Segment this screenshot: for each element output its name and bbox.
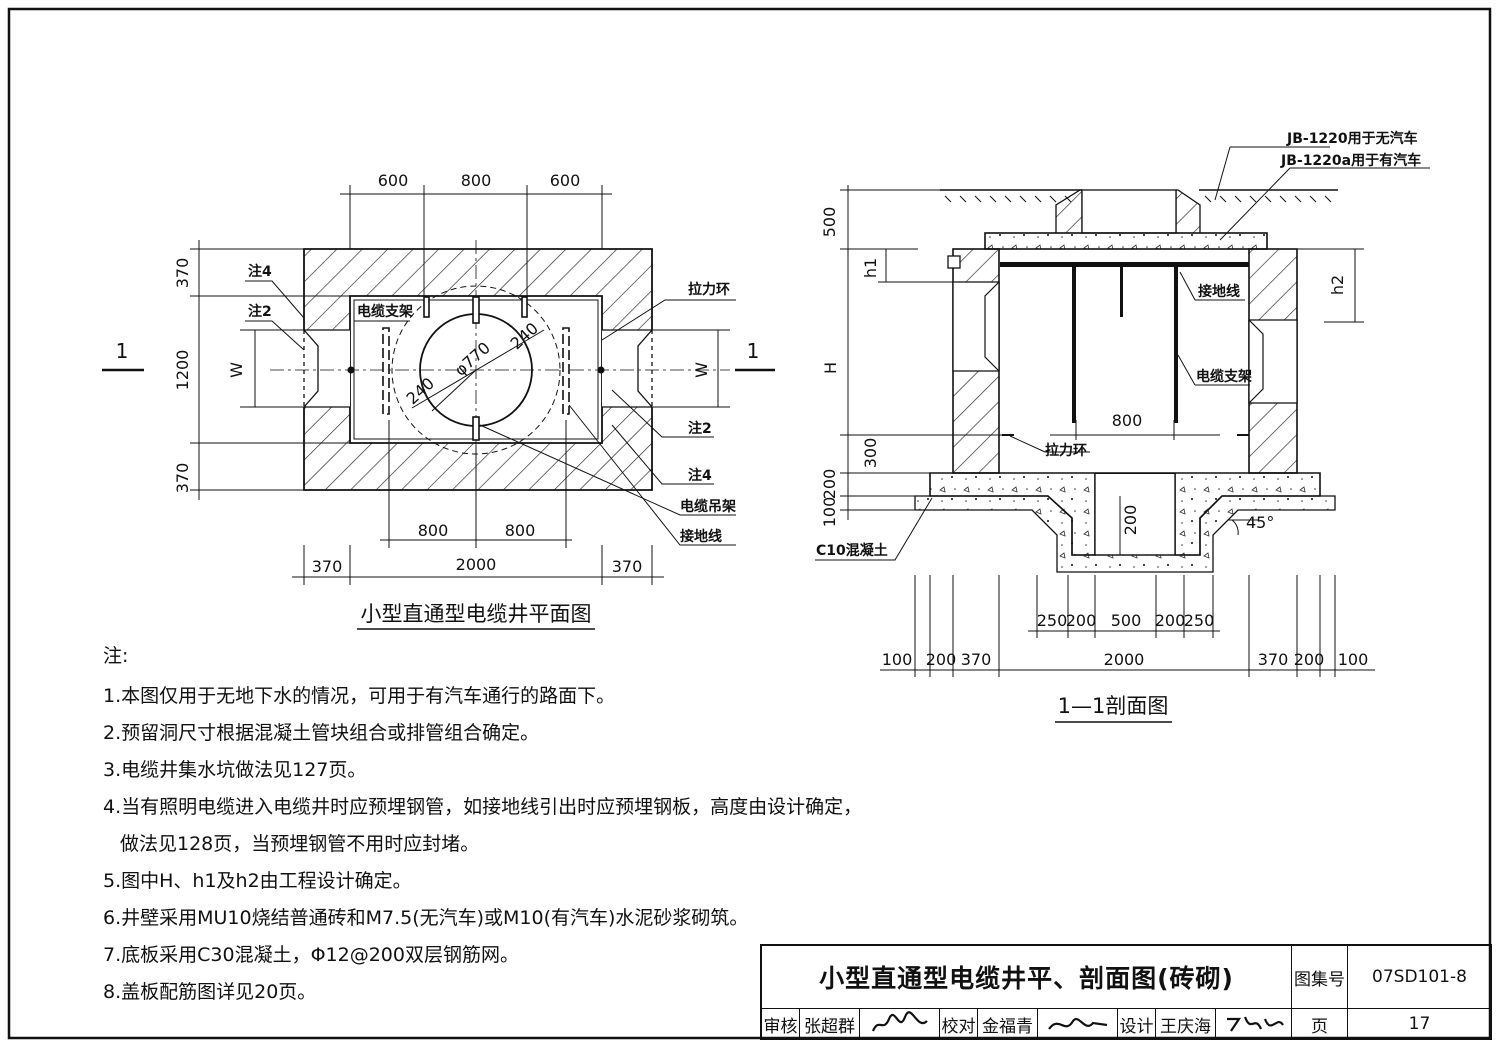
section-label-concrete: C10混凝土	[816, 542, 888, 559]
plan-label-ground-wire: 接地线	[680, 528, 722, 545]
plan-dim-left-2: 1200	[173, 350, 192, 391]
plan-dim-bottom-1: 370	[312, 557, 343, 576]
signature-mark	[1226, 1016, 1284, 1032]
section-dim-200: 200	[820, 469, 839, 500]
plan-label-note4-right: 注4	[688, 467, 712, 484]
page-number: 17	[1348, 1009, 1492, 1040]
section-cover-slab	[984, 232, 1268, 250]
plan-dim-left-3: 370	[173, 463, 192, 494]
plan-radius-a: 240	[403, 374, 438, 409]
section-dim-bottom-7: 100	[1338, 650, 1369, 669]
section-dim-bottom-5: 370	[1258, 650, 1289, 669]
plan-dim-top-1: 600	[378, 171, 409, 190]
section-dim-mid-1: 250	[1037, 611, 1068, 630]
section-title: 1—1剖面图	[1058, 694, 1169, 718]
plan-label-note4-left: 注4	[248, 263, 272, 280]
drawing-title: 小型直通型电缆井平、剖面图(砖砌)	[762, 946, 1292, 1009]
section-dim-h2: h2	[1328, 275, 1347, 295]
plan-label-cable-bracket: 电缆支架	[357, 303, 413, 320]
page-label: 页	[1292, 1009, 1348, 1040]
section-dim-sump: 200	[1121, 505, 1140, 536]
note-item-7: 7.底板采用C30混凝土，Φ12@200双层钢筋网。	[103, 944, 519, 966]
section-dim-inner-800: 800	[1112, 411, 1143, 430]
checker-signature	[1038, 1009, 1118, 1040]
note-item-4-cont: 做法见128页，当预埋钢管不用时应封堵。	[120, 833, 480, 855]
section-view: 800 45° 200 500 h1 H 300 200 100	[815, 130, 1430, 723]
section-mark-left: 1	[116, 339, 129, 363]
note-item-8: 8.盖板配筋图详见20页。	[103, 981, 317, 1003]
note-item-6: 6.井壁采用MU10烧结普通砖和M7.5(无汽车)或M10(有汽车)水泥砂浆砌筑…	[103, 907, 749, 929]
section-dim-300: 300	[861, 438, 880, 469]
section-dim-H: H	[821, 362, 840, 374]
design-label: 设计	[1118, 1009, 1156, 1040]
plan-dim-inner-2: 800	[505, 521, 536, 540]
section-dim-h1: h1	[861, 258, 880, 278]
atlas-label: 图集号	[1292, 946, 1348, 1009]
section-dim-mid-3: 500	[1111, 611, 1142, 630]
section-dim-bottom-2: 200	[926, 650, 957, 669]
plan-label-note2-left: 注2	[248, 303, 272, 320]
section-dim-mid-4: 200	[1155, 611, 1186, 630]
note-item-5: 5.图中H、h1及h2由工程设计确定。	[103, 870, 412, 892]
section-dim-bottom-4: 2000	[1104, 650, 1145, 669]
notes-block: 注: 1.本图仅用于无地下水的情况，可用于有汽车通行的路面下。 2.预留洞尺寸根…	[103, 640, 863, 1011]
section-label-cover-a: JB-1220用于无汽车	[1286, 130, 1418, 147]
plan-dim-bottom-3: 370	[612, 557, 643, 576]
plan-radius-b: 240	[507, 319, 542, 354]
plan-dim-bottom-2: 2000	[456, 555, 497, 574]
note-item-4: 4.当有照明电缆进入电缆井时应预埋钢管，如接地线引出时应预埋钢板，高度由设计确定…	[103, 796, 863, 818]
section-dim-left-500: 500	[820, 207, 839, 238]
plan-title: 小型直通型电缆井平面图	[361, 602, 592, 626]
section-label-ground-wire: 接地线	[1198, 283, 1240, 300]
check-label: 校对	[940, 1009, 978, 1040]
plan-opening-left	[303, 330, 350, 407]
section-angle: 45°	[1246, 513, 1274, 532]
section-cushion	[914, 495, 1336, 573]
note-item-1: 1.本图仅用于无地下水的情况，可用于有汽车通行的路面下。	[103, 685, 616, 707]
section-dim-mid-2: 200	[1066, 611, 1097, 630]
plan-label-cable-hanger: 电缆吊架	[680, 498, 736, 515]
plan-label-pull-ring: 拉力环	[688, 281, 730, 298]
signature-mark	[871, 1011, 928, 1032]
title-block: 小型直通型电缆井平、剖面图(砖砌) 图集号 07SD101-8 审核 张超群 校…	[760, 944, 1492, 1040]
plan-view: 240 240 φ770 600 800 600 370 1200 370 W	[102, 171, 775, 630]
section-dim-mid-5: 250	[1184, 611, 1215, 630]
designer-name: 王庆海	[1156, 1009, 1216, 1040]
signature-mark	[1047, 1018, 1107, 1030]
plan-w-right: W	[692, 362, 711, 378]
checker-name: 金福青	[978, 1009, 1038, 1040]
section-dim-100: 100	[820, 497, 839, 528]
section-mark-right: 1	[747, 339, 760, 363]
plan-dim-top-2: 800	[461, 171, 492, 190]
reviewer-signature	[860, 1009, 940, 1040]
plan-w-left: W	[227, 362, 246, 378]
review-label: 审核	[762, 1009, 800, 1040]
sheet-border	[7, 7, 1492, 1040]
plan-opening-right	[602, 330, 653, 407]
plan-dim-inner-1: 800	[418, 521, 449, 540]
section-label-pull-ring: 拉力环	[1045, 442, 1087, 459]
section-label-cable-bracket: 电缆支架	[1196, 368, 1252, 385]
section-dim-bottom-3: 370	[961, 650, 992, 669]
plan-dim-top-3: 600	[550, 171, 581, 190]
designer-signature	[1216, 1009, 1292, 1040]
section-label-cover-b: JB-1220a用于有汽车	[1280, 152, 1421, 169]
plan-dim-left-1: 370	[173, 258, 192, 289]
plan-label-note2-right: 注2	[688, 420, 712, 437]
reviewer-name: 张超群	[800, 1009, 860, 1040]
note-item-3: 3.电缆井集水坑做法见127页。	[103, 759, 367, 781]
section-dim-bottom-6: 200	[1294, 650, 1325, 669]
notes-heading: 注:	[103, 645, 129, 667]
atlas-number: 07SD101-8	[1348, 946, 1492, 1009]
section-dim-bottom-1: 100	[882, 650, 913, 669]
note-item-2: 2.预留洞尺寸根据混凝土管块组合或排管组合确定。	[103, 722, 540, 744]
